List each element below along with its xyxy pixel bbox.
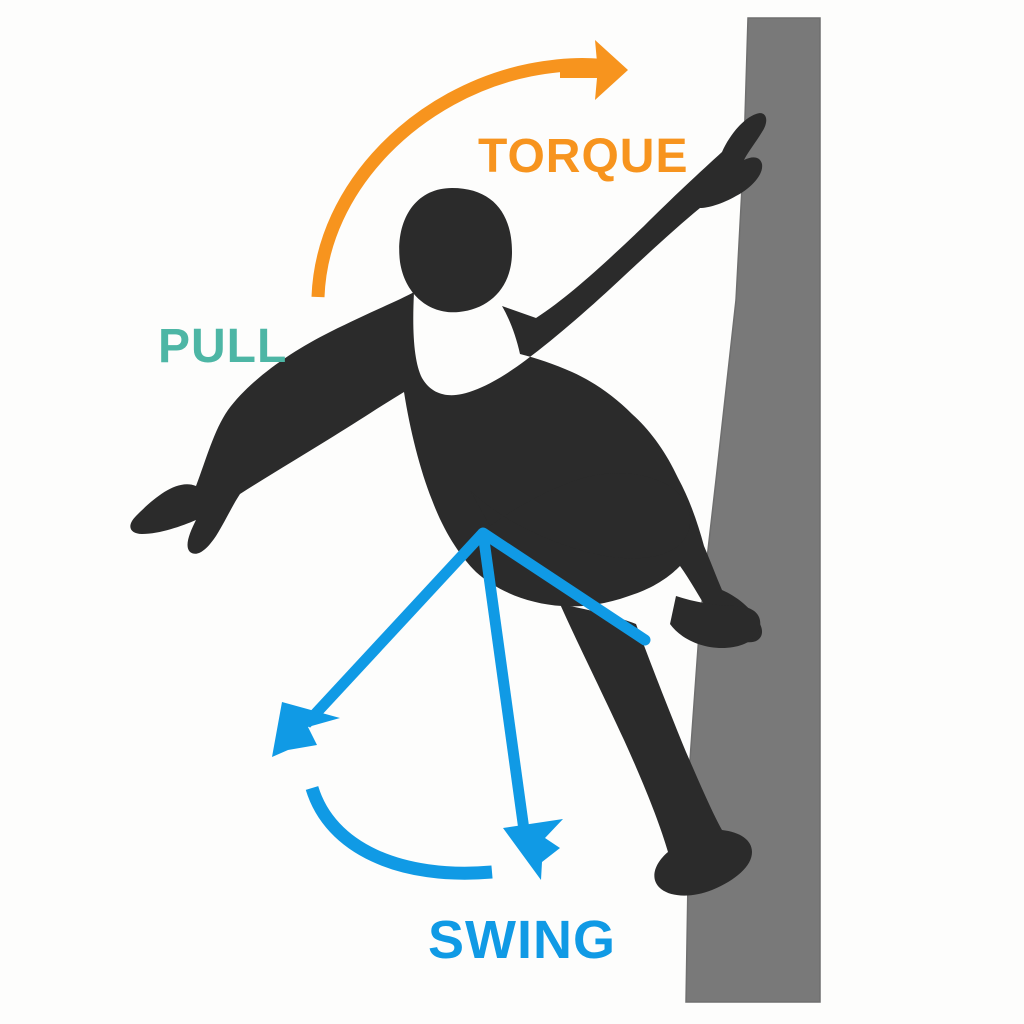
swing-vector-group — [272, 527, 651, 880]
climber-lower-leg — [560, 604, 752, 896]
swing-arc-path — [305, 785, 493, 880]
rock-wall — [685, 17, 821, 1003]
label-pull: PULL — [158, 320, 287, 373]
climber-upper-foot — [670, 596, 761, 648]
swing-down-arrowhead-icon — [503, 819, 563, 880]
label-swing: SWING — [428, 910, 616, 970]
climber-upper-leg — [470, 473, 691, 559]
swing-left-arrowhead-icon — [272, 702, 340, 757]
torque-rotation-arrow — [311, 40, 628, 298]
swing-vector-left — [301, 529, 488, 728]
climber-head — [399, 188, 512, 313]
swing-vector-down — [477, 532, 530, 831]
swing-vector-right — [477, 527, 651, 646]
label-torque: TORQUE — [478, 130, 688, 183]
torque-arrowhead-icon — [560, 40, 628, 100]
climber-silhouette — [130, 113, 767, 896]
